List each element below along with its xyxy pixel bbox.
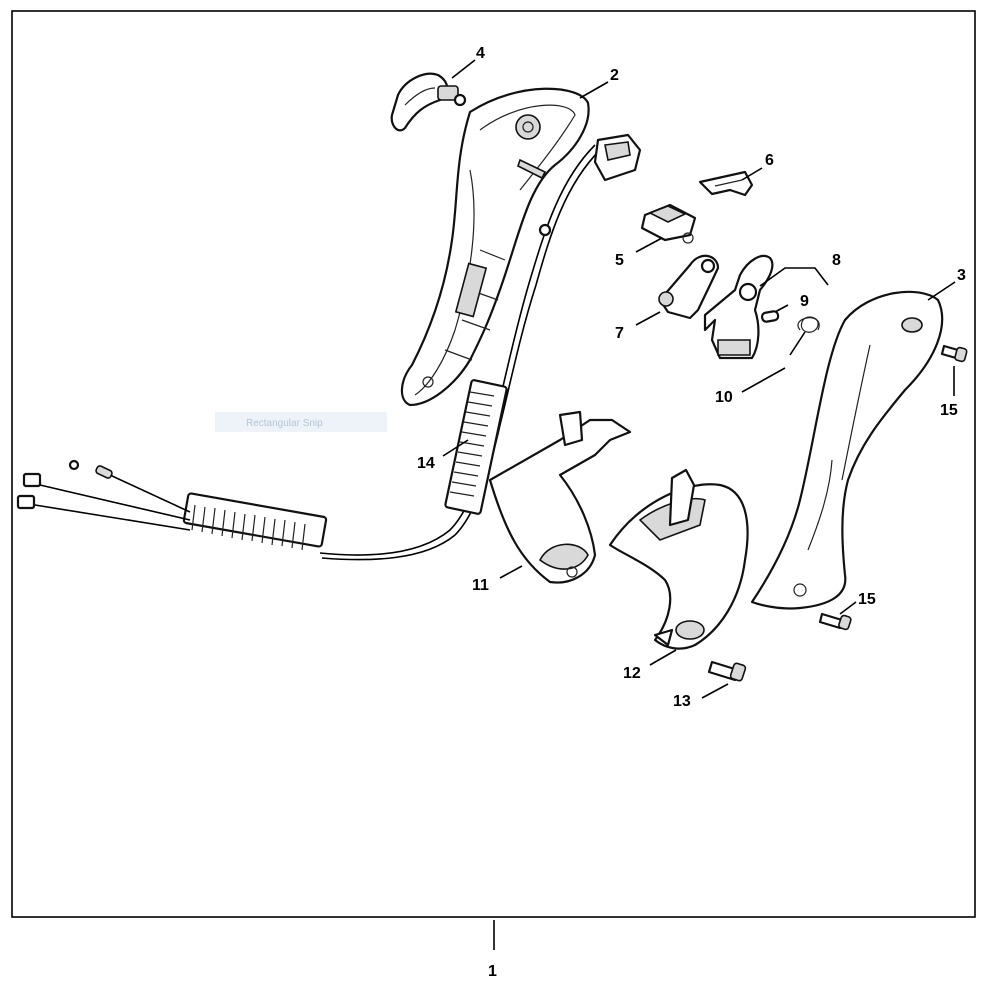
callout-6: 6: [765, 152, 774, 169]
part-handle-housing: [400, 87, 590, 407]
leader-lines: [442, 59, 956, 950]
callout-2: 2: [610, 67, 619, 84]
snip-overlay: Rectangular Snip: [215, 412, 387, 432]
callout-14: 14: [417, 455, 435, 472]
callout-15-upper: 15: [940, 402, 958, 419]
diagram-frame: [11, 10, 976, 918]
part-clip: [698, 170, 754, 197]
part-small-lever: [390, 72, 467, 132]
callout-4: 4: [476, 45, 485, 62]
part-cam: [658, 254, 720, 320]
part-screw-15-lower: [818, 612, 852, 631]
part-screw-15-upper: [940, 344, 968, 363]
callout-11: 11: [472, 577, 489, 594]
snip-overlay-text: Rectangular Snip: [246, 418, 323, 429]
part-throttle-cable: [16, 133, 642, 561]
part-slider: [640, 203, 697, 244]
callout-5: 5: [615, 252, 624, 269]
part-screw-13: [707, 660, 747, 682]
callout-8: 8: [832, 252, 841, 269]
callout-12: 12: [623, 665, 641, 682]
callout-15-lower: 15: [858, 591, 876, 608]
callout-3: 3: [957, 267, 966, 284]
part-lower-cover: [488, 410, 632, 584]
callout-labels: 2 3 4 5 6 7 8 9 10 11 12 13 14 15 15 1: [417, 45, 966, 980]
part-spring: [789, 316, 820, 356]
part-pin: [760, 310, 780, 323]
part-front-shell: [608, 468, 749, 650]
part-throttle-trigger: [703, 254, 774, 360]
callout-10: 10: [715, 389, 733, 406]
callout-7: 7: [615, 325, 624, 342]
callout-9: 9: [800, 293, 809, 310]
callout-13: 13: [673, 693, 691, 710]
part-handle-shell: [750, 290, 944, 610]
assembly-label: 1: [488, 963, 497, 980]
